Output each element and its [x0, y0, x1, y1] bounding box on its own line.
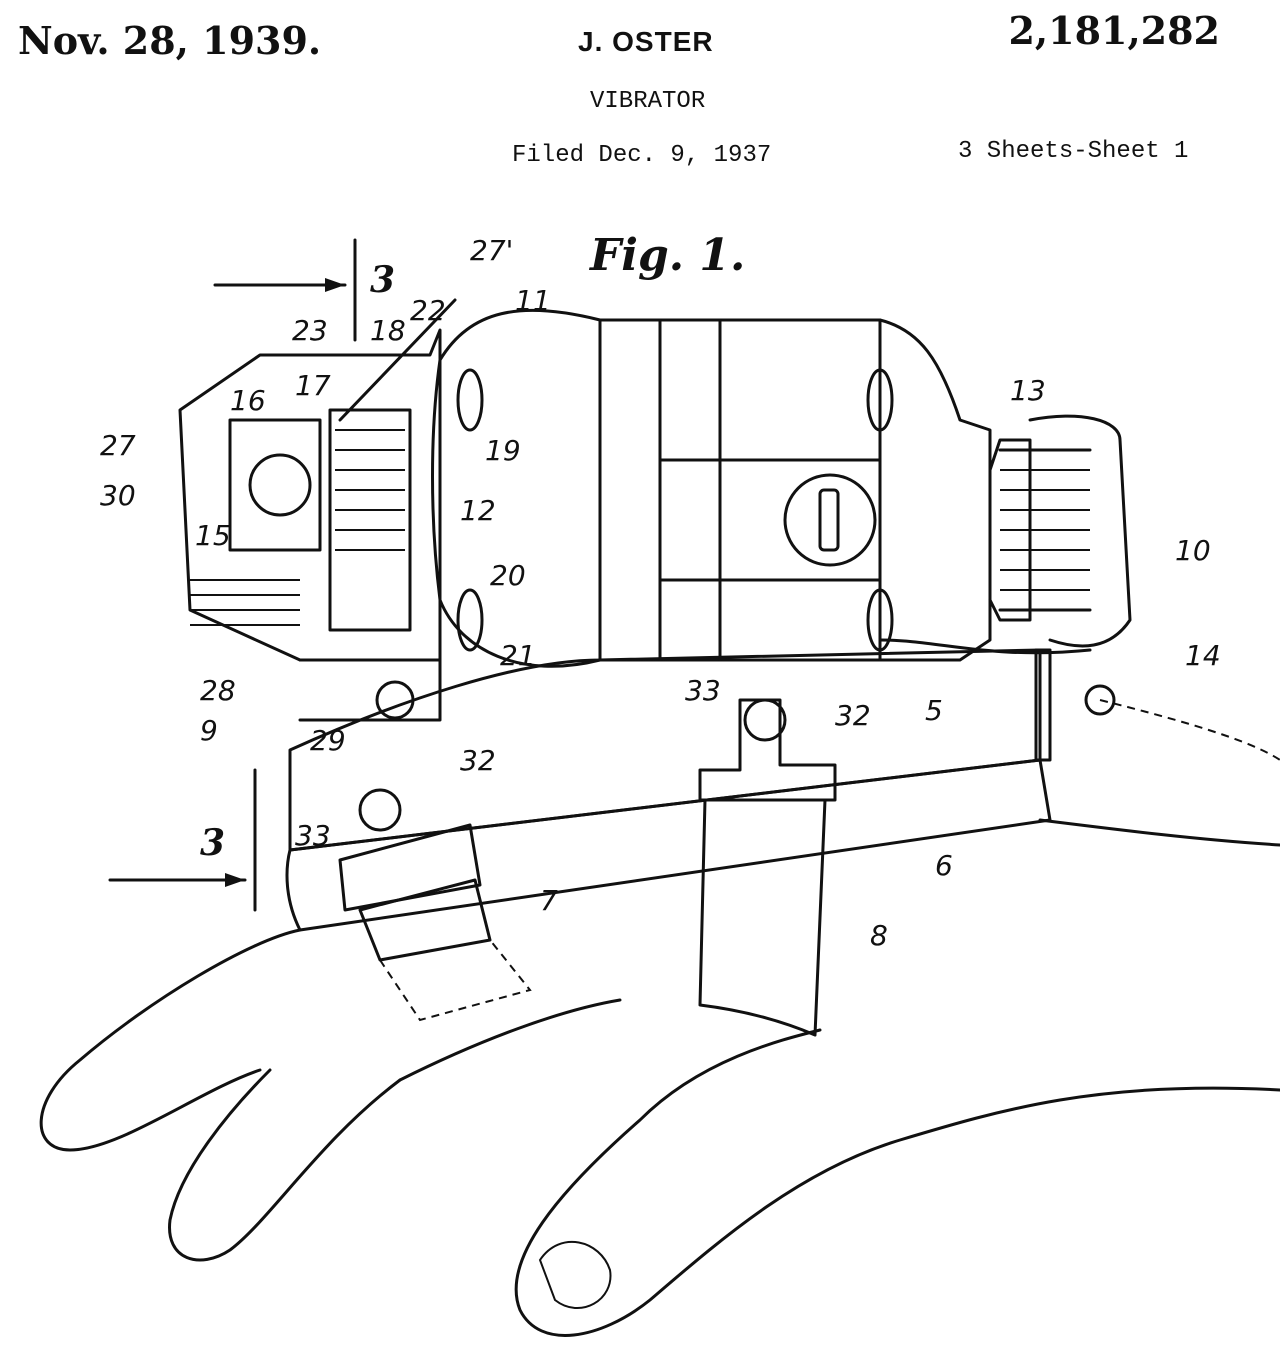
section-mark-top: 3 [370, 259, 395, 301]
ref-9: 9 [200, 714, 218, 747]
ref-33-left: 33 [295, 819, 331, 852]
ref-29: 29 [310, 724, 346, 757]
ref-32-left: 32 [460, 744, 496, 777]
sheet-count: 3 Sheets-Sheet 1 [958, 138, 1189, 165]
ref-13: 13 [1010, 374, 1046, 407]
section-mark-bottom: 3 [200, 822, 225, 864]
patent-number: 2,181,282 [1008, 8, 1220, 53]
ref-18: 18 [370, 314, 406, 347]
ref-12: 12 [460, 494, 496, 527]
reference-numerals: 27' 11 13 23 18 22 17 16 27 19 30 12 15 … [100, 234, 1221, 952]
inventor-name: J. OSTER [578, 26, 714, 57]
patent-date: Nov. 28, 1939. [18, 18, 322, 63]
ref-28: 28 [200, 674, 236, 707]
ref-6: 6 [935, 849, 953, 882]
vibrator-head [178, 298, 457, 662]
ref-27-prime: 27' [470, 234, 513, 267]
ref-22: 22 [410, 294, 446, 327]
figure-label: Fig. 1. [588, 230, 745, 281]
motor-housing [431, 308, 1132, 668]
support-arm-and-pads [285, 648, 1116, 1037]
ref-23: 23 [292, 314, 328, 347]
ref-8: 8 [870, 919, 888, 952]
ref-16: 16 [230, 384, 266, 417]
filing-date: Filed Dec. 9, 1937 [512, 142, 772, 169]
ref-21: 21 [500, 639, 536, 672]
ref-32-right: 32 [835, 699, 871, 732]
ref-27: 27 [100, 429, 136, 462]
ref-17: 17 [295, 369, 331, 402]
ref-11: 11 [515, 284, 551, 317]
ref-10: 10 [1175, 534, 1211, 567]
ref-20: 20 [490, 559, 526, 592]
ref-7: 7 [540, 884, 558, 917]
ref-5: 5 [925, 694, 943, 727]
invention-title: VIBRATOR [590, 88, 706, 115]
ref-15: 15 [195, 519, 231, 552]
ref-14: 14 [1185, 639, 1221, 672]
ref-30: 30 [100, 479, 136, 512]
ref-19: 19 [485, 434, 521, 467]
ref-33-right: 33 [685, 674, 721, 707]
section-line-3: 3 3 [108, 238, 395, 912]
hand-outline [39, 699, 1280, 1337]
